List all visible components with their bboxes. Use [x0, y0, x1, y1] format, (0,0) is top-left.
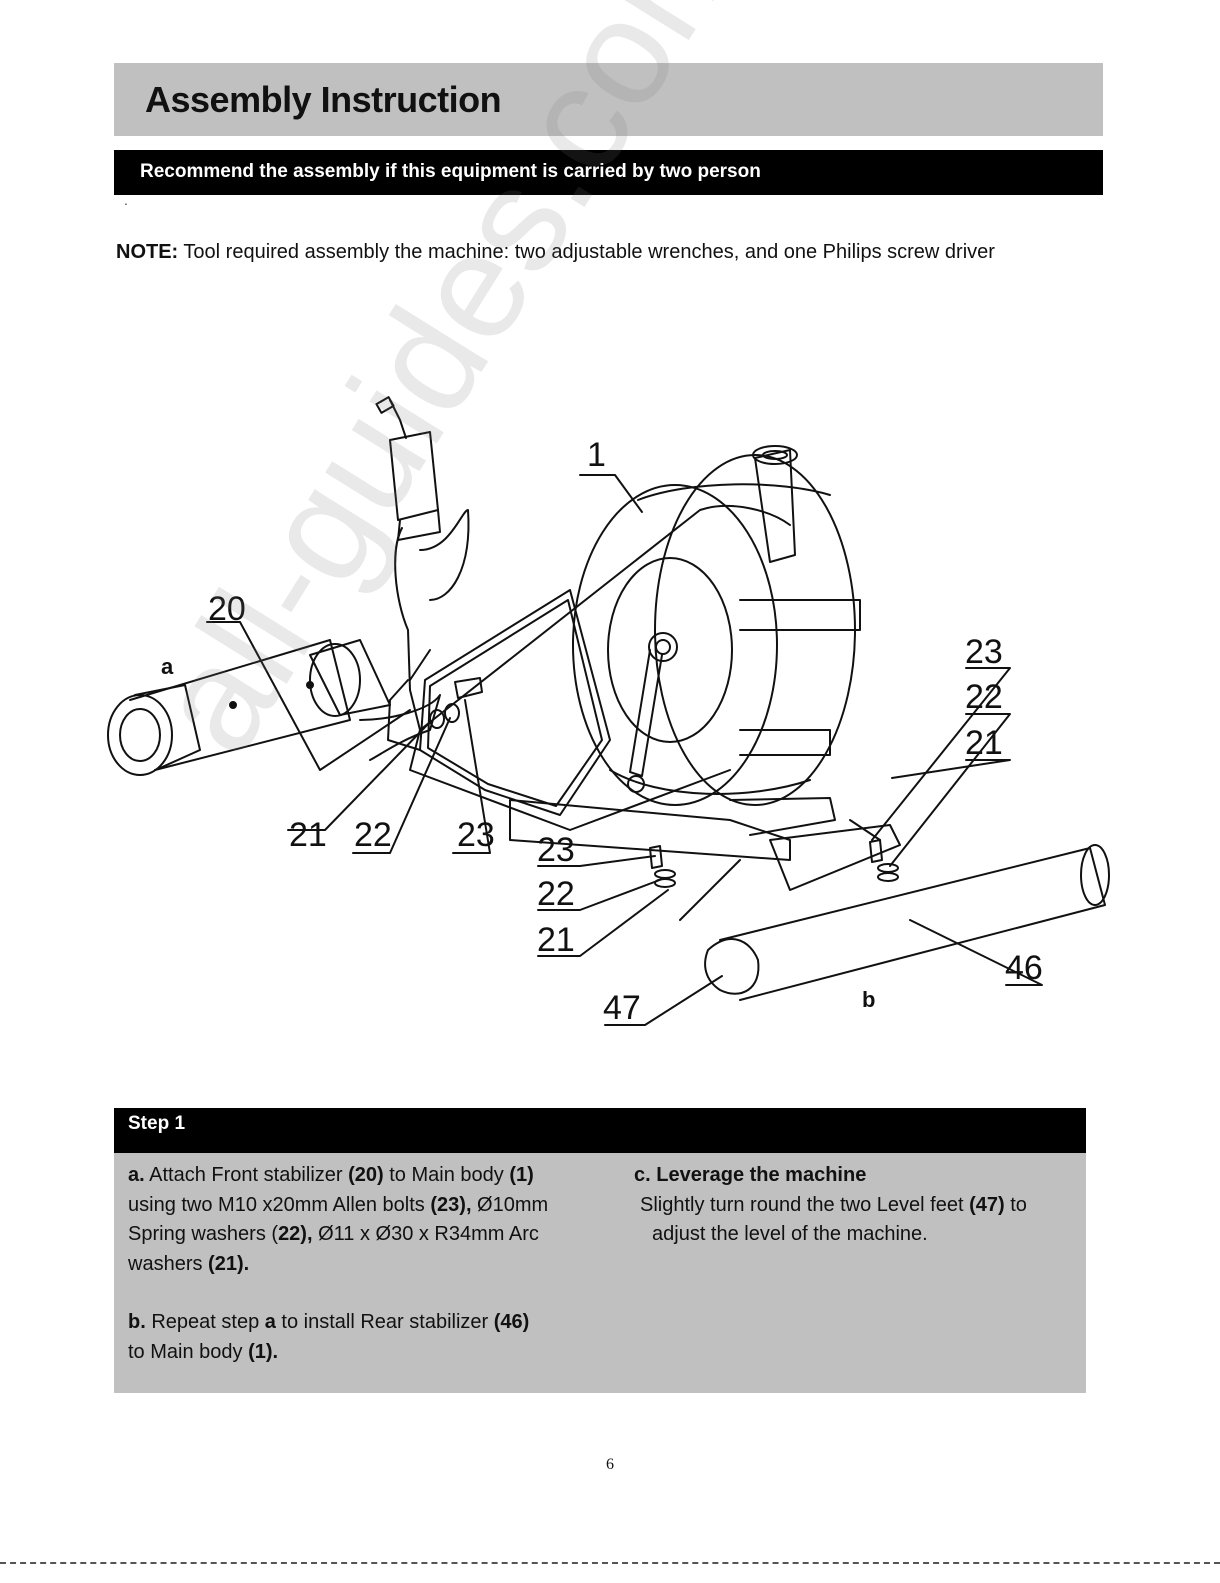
step-c-text3: adjust the level of the machine. [652, 1223, 928, 1245]
step-b-line1: b. Repeat step a to install Rear stabili… [128, 1308, 618, 1338]
part-ref-1: (1) [509, 1164, 534, 1186]
part-ref-46: (46) [493, 1311, 530, 1333]
note-text: Tool required assembly the machine: two … [178, 241, 995, 263]
step-heading: Step 1 [128, 1113, 186, 1134]
step-b-text2: to install Rear stabilizer [275, 1311, 494, 1333]
step-b-letter: b. [128, 1311, 146, 1333]
step-a-text5: Spring washers ( [128, 1223, 279, 1245]
label-front-stabilizer: 20 [208, 590, 246, 628]
step-ref-a: a [264, 1311, 276, 1333]
flywheel-cover-front [572, 484, 778, 806]
part-ref-22: 22), [278, 1223, 313, 1245]
label-mid-arc: 21 [537, 921, 575, 959]
step-b-line2: to Main body (1). [128, 1338, 618, 1368]
side-cover [419, 589, 611, 816]
step-c-text2: to [1004, 1193, 1027, 1216]
part-ref-20: (20) [348, 1164, 384, 1186]
page-title: Assembly Instruction [145, 79, 502, 120]
label-left-spring: 22 [354, 816, 392, 854]
step-a-text7: washers [128, 1252, 209, 1275]
stray-dot: . [124, 192, 128, 208]
handlebar-tube [754, 449, 796, 563]
step-c-heading: c. Leverage the machine [634, 1161, 1084, 1191]
warning-text: Recommend the assembly if this equipment… [140, 161, 761, 182]
label-rear-stabilizer: 46 [1005, 949, 1043, 987]
step-a-line3: Spring washers (22), Ø11 x Ø30 x R34mm A… [128, 1220, 618, 1250]
step-c-line1: Slightly turn round the two Level feet (… [634, 1191, 1084, 1221]
step-c-heading-text: c. Leverage the machine [634, 1164, 867, 1186]
part-ref-47: (47) [969, 1193, 1005, 1216]
step-a-line1: a. Attach Front stabilizer (20) to Main … [128, 1161, 618, 1191]
step-a-text2: to Main body [383, 1164, 510, 1186]
step-a-text6: Ø11 x Ø30 x R34mm Arc [312, 1223, 539, 1245]
bottom-rule [0, 1562, 1220, 1564]
label-right-bolt: 23 [965, 633, 1003, 671]
base-plate [509, 799, 791, 861]
label-side-a: a [161, 654, 174, 679]
step-a-letter: a. [128, 1164, 145, 1186]
label-right-spring: 22 [965, 678, 1003, 716]
label-mid-bolt: 23 [537, 831, 575, 869]
step-c-text1: Slightly turn round the two Level feet [640, 1193, 970, 1216]
label-main-body: 1 [587, 436, 606, 474]
note-label: NOTE: [116, 241, 179, 263]
page-number: 6 [606, 1456, 614, 1473]
title-band: Assembly Instruction [114, 63, 1103, 136]
label-left-arc: 21 [289, 816, 327, 854]
step-body: a. Attach Front stabilizer (20) to Main … [114, 1153, 1086, 1393]
level-foot [704, 938, 760, 995]
step-b-text3: to Main body [128, 1340, 249, 1363]
step-b-text1: Repeat step [145, 1311, 265, 1333]
step-a-line4: washers (21). [128, 1250, 618, 1280]
tool-note: NOTE: Tool required assembly the machine… [116, 241, 995, 264]
step-col-left: a. Attach Front stabilizer (20) to Main … [128, 1161, 618, 1367]
front-stabilizer [107, 639, 391, 776]
step-a-text4: Ø10mm [471, 1193, 549, 1216]
label-right-arc: 21 [965, 724, 1003, 762]
step-heading-bar: Step 1 [114, 1108, 1086, 1153]
label-left-bolt: 23 [457, 816, 495, 854]
part-ref-21: (21). [208, 1252, 250, 1275]
part-ref-1b: (1). [248, 1340, 279, 1363]
step-a-line2: using two M10 x20mm Allen bolts (23), Ø1… [128, 1191, 618, 1221]
step-col-right: c. Leverage the machine Slightly turn ro… [634, 1161, 1084, 1250]
upright-post [389, 431, 439, 521]
main-frame [394, 504, 791, 731]
label-side-b: b [862, 987, 875, 1012]
warning-banner: Recommend the assembly if this equipment… [114, 150, 1103, 195]
label-level-foot: 47 [603, 989, 641, 1027]
step-a-text3: using two M10 x20mm Allen bolts [128, 1193, 431, 1216]
part-ref-23: (23), [430, 1193, 472, 1216]
label-mid-spring: 22 [537, 875, 575, 913]
assembly-diagram: 1 20 a 23 22 21 21 22 23 23 22 21 46 47 … [107, 396, 1110, 1027]
step-a-text1: Attach Front stabilizer [144, 1164, 349, 1186]
step-c-line2: adjust the level of the machine. [634, 1220, 1084, 1250]
rear-stabilizer [719, 847, 1106, 1001]
